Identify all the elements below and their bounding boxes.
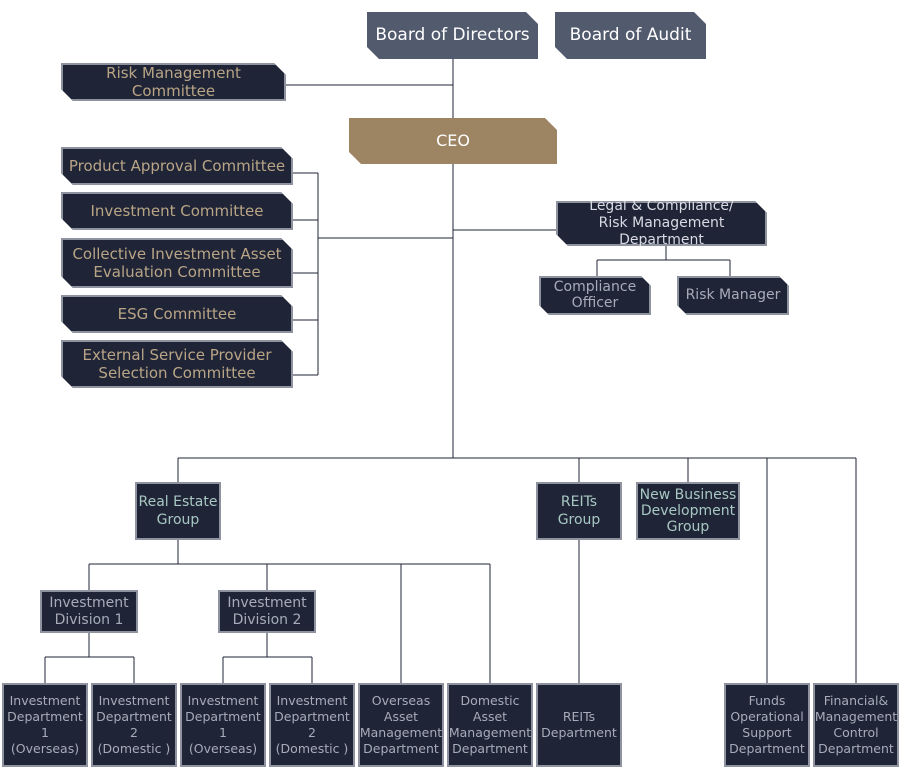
legal-compliance-risk-management-department-box: Legal & Compliance/ Risk Management Depa… (556, 201, 767, 246)
risk-management-committee-box: Risk Management Committee (61, 63, 286, 101)
investment-division-2-box: Investment Division 2 (218, 590, 316, 633)
investment-department-1-overseas-box: Investment Department 1 (Overseas) (2, 683, 88, 767)
reits-group-box: REITs Group (536, 482, 622, 540)
domestic-asset-management-department-box: Domestic Asset Management Department (447, 683, 533, 767)
real-estate-group-box: Real Estate Group (135, 482, 221, 540)
esg-committee-box: ESG Committee (61, 295, 293, 333)
risk-manager-box: Risk Manager (677, 276, 789, 315)
financial-management-control-department-box: Financial& Management Control Department (813, 683, 899, 767)
product-approval-committee-box: Product Approval Committee (61, 147, 293, 185)
new-business-development-group-box: New Business Development Group (636, 482, 740, 540)
funds-operational-support-department-box: Funds Operational Support Department (724, 683, 810, 767)
ceo-box: CEO (349, 118, 557, 164)
reits-department-box: REITs Department (536, 683, 622, 767)
collective-investment-asset-evaluation-committee-box: Collective Investment Asset Evaluation C… (61, 238, 293, 288)
overseas-asset-management-department-box: Overseas Asset Management Department (358, 683, 444, 767)
investment-committee-box: Investment Committee (61, 192, 293, 230)
investment-department-2-domestic-box: Investment Department 2 (Domestic ) (269, 683, 355, 767)
board-of-directors-box: Board of Directors (367, 12, 538, 59)
external-service-provider-selection-committee-box: External Service Provider Selection Comm… (61, 340, 293, 388)
investment-division-1-box: Investment Division 1 (40, 590, 138, 633)
investment-department-1-overseas-box: Investment Department 1 (Overseas) (180, 683, 266, 767)
compliance-officer-box: Compliance Officer (539, 276, 651, 315)
board-of-audit-box: Board of Audit (555, 12, 706, 59)
investment-department-2-domestic-box: Investment Department 2 (Domestic ) (91, 683, 177, 767)
